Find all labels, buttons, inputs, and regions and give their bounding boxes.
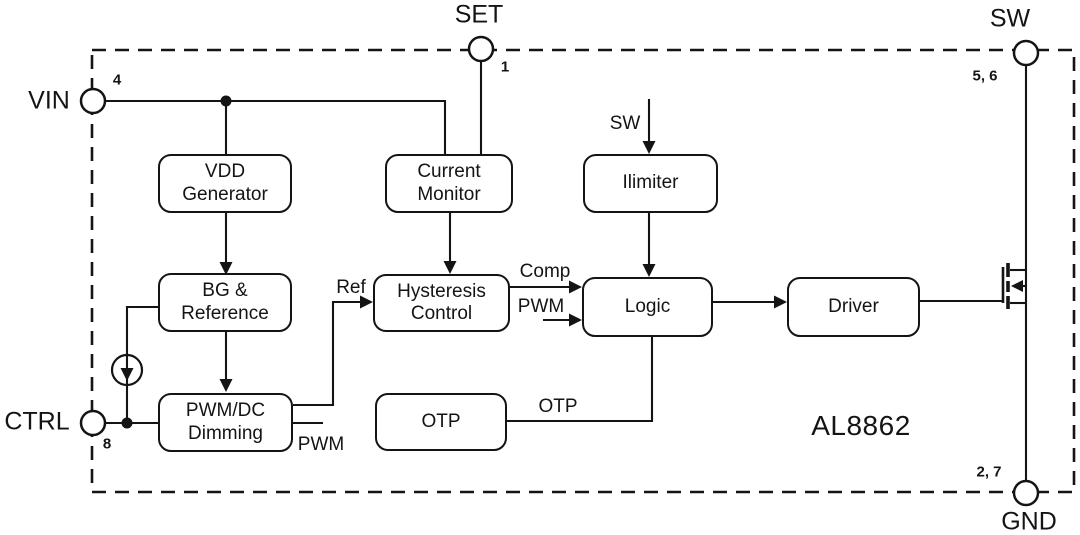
vin-pin-number: 4	[112, 71, 122, 89]
signal-ref-label: Ref	[336, 277, 366, 298]
vin-pin-circle	[79, 87, 107, 115]
ic-boundary-dashed-rect	[90, 48, 1076, 494]
ctrl-pin-label: CTRL	[4, 407, 70, 436]
wire-bg-to-ctrl-node	[125, 305, 158, 423]
ctrl-pin-circle	[79, 409, 107, 437]
signal-comp-label: Comp	[519, 261, 571, 282]
arrow-cm-to-hysteresis	[443, 261, 457, 274]
arrow-logic-to-driver	[774, 295, 787, 309]
gnd-pin-number: 2, 7	[976, 463, 1002, 481]
arrow-comp-to-logic	[569, 280, 582, 294]
gnd-pin-label: GND	[1001, 507, 1057, 535]
block-logic: Logic	[582, 277, 713, 337]
set-pin-number: 1	[500, 58, 510, 76]
arrow-vdd-to-bg	[219, 262, 233, 275]
chip-name-label: AL8862	[811, 410, 911, 441]
nmos-transistor-icon	[1001, 263, 1026, 309]
gnd-pin-circle	[1012, 479, 1040, 507]
block-driver: Driver	[787, 277, 920, 337]
arrow-ref-to-hysteresis	[360, 295, 373, 309]
arrow-bg-to-pwmdc	[219, 379, 233, 392]
block-ilimiter: Ilimiter	[583, 154, 718, 213]
set-pin-label: SET	[454, 0, 504, 29]
wire-ref-to-hysteresis	[293, 300, 364, 407]
signal-otp-label: OTP	[538, 396, 578, 417]
wire-vin-to-current-monitor	[105, 99, 447, 154]
sw-pin-circle	[1012, 39, 1040, 67]
junction-dot-vin	[220, 95, 232, 107]
signal-sw-input-label: SW	[609, 113, 641, 134]
set-pin-circle	[467, 35, 495, 63]
arrow-ilimiter-to-logic	[642, 264, 656, 277]
block-pwm-dc-dimming: PWM/DC Dimming	[158, 393, 293, 452]
current-source-icon	[110, 353, 144, 387]
block-otp: OTP	[375, 393, 507, 451]
sw-pin-number: 5, 6	[972, 67, 998, 85]
sw-pin-label: SW	[989, 4, 1031, 33]
block-vdd-generator: VDD Generator	[158, 154, 292, 213]
signal-pwm-upper-label: PWM	[517, 296, 565, 317]
arrow-sw-to-ilimiter	[642, 141, 656, 154]
arrowheads	[219, 141, 787, 392]
block-current-monitor: Current Monitor	[385, 154, 513, 213]
block-bg-reference: BG & Reference	[158, 273, 292, 332]
pin-terminals	[79, 35, 1040, 507]
wire-otp-to-logic	[507, 337, 654, 423]
vin-pin-label: VIN	[28, 86, 70, 115]
arrow-pwm-to-logic	[569, 313, 582, 327]
junction-dot-ctrl	[121, 417, 133, 429]
signal-pwm-lower-label: PWM	[297, 434, 345, 455]
block-hysteresis-control: Hysteresis Control	[373, 274, 510, 332]
ctrl-pin-number: 8	[102, 435, 112, 453]
